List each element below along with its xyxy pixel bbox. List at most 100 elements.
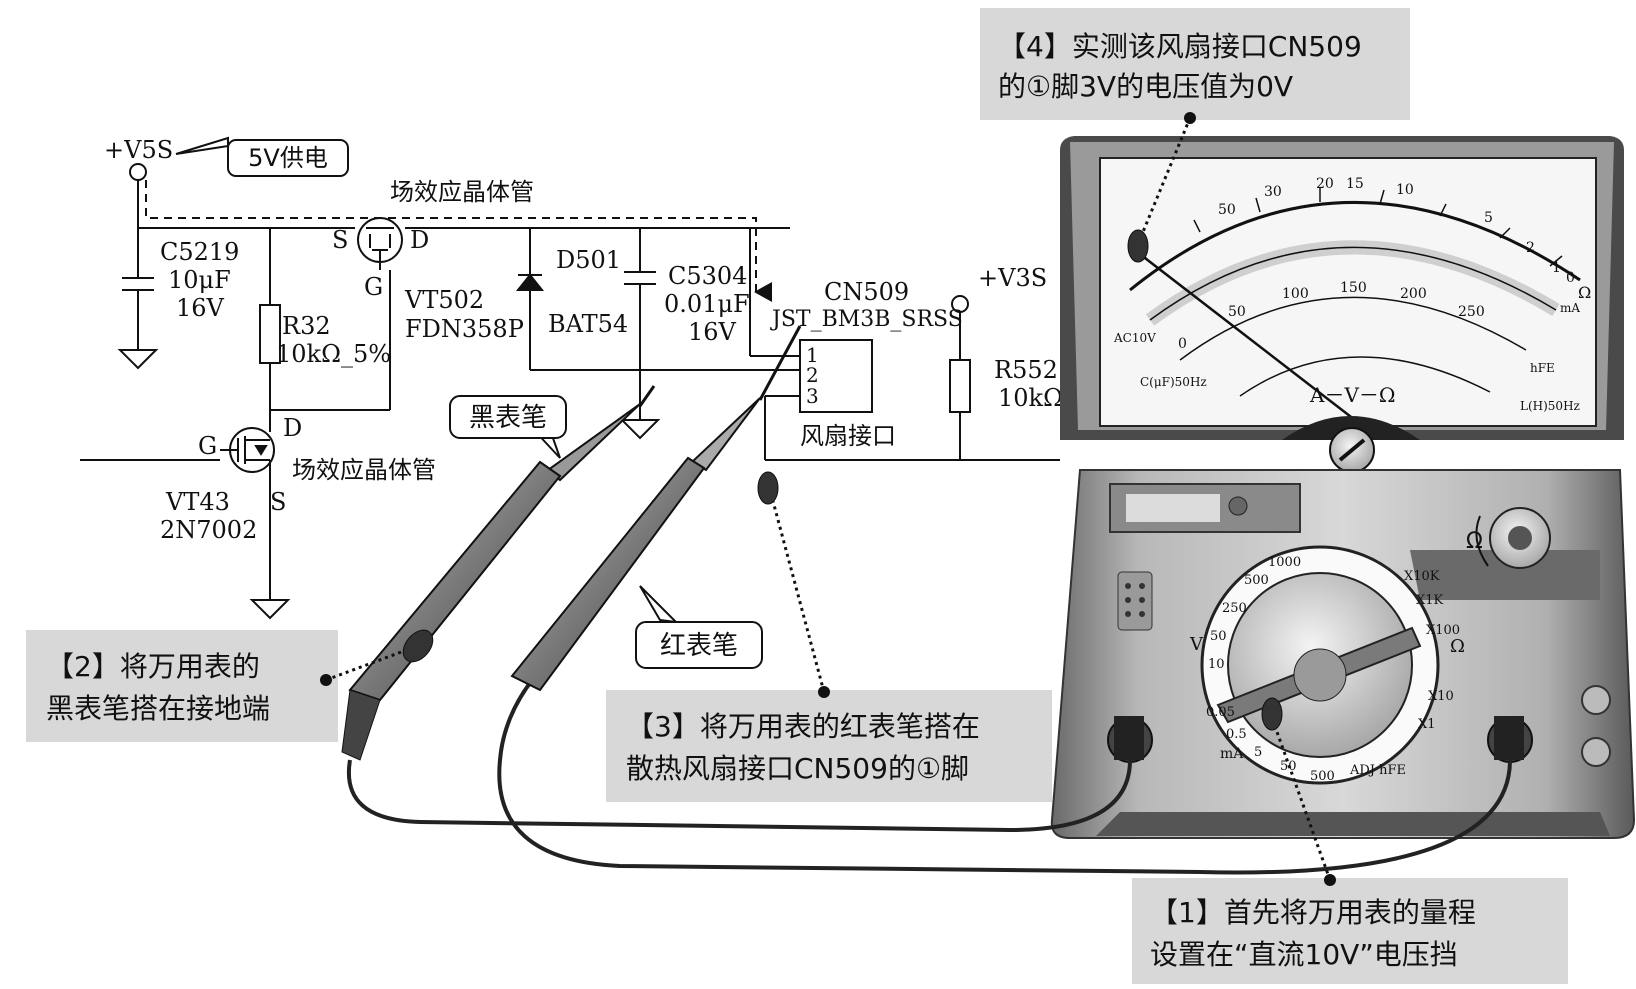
scale-top-2: 20	[1316, 176, 1334, 192]
v3s-label: +V3S	[978, 264, 1047, 292]
meter-needle	[1131, 247, 1356, 421]
vt43-pin-g: G	[198, 432, 217, 460]
power-5v-tag: 5V供电	[175, 136, 349, 177]
step3-line1: 【3】将万用表的红表笔搭在	[626, 710, 980, 743]
scale-unit-omega: Ω	[1578, 283, 1591, 302]
scale-dcv-0: 0	[1178, 336, 1187, 352]
r552-ref: R552	[994, 356, 1058, 384]
transistor-socket	[1117, 571, 1153, 631]
circuit-schematic	[80, 163, 1060, 620]
dial-ohm-label: Ω	[1450, 636, 1465, 657]
step1-line2: 设置在“直流10V”电压挡	[1150, 938, 1458, 971]
callout-step4: 【4】实测该风扇接口CN509 的①脚3V的电压值为0V	[980, 8, 1410, 245]
c5219-value: 10μF	[168, 266, 231, 294]
dial-ma-0: 0.05	[1206, 705, 1235, 720]
callout-step3: 【3】将万用表的红表笔搭在 散热风扇接口CN509的①脚	[606, 489, 1052, 802]
dial-ma-1: 0.5	[1226, 727, 1247, 742]
scale-top-7: 1	[1552, 260, 1561, 276]
vt43-pin-s: S	[270, 488, 286, 516]
c5219-ref: C5219	[160, 238, 239, 266]
cn509-desc: 风扇接口	[800, 422, 896, 450]
step1-line1: 【1】首先将万用表的量程	[1150, 896, 1476, 929]
callout-step2: 【2】将万用表的 黑表笔搭在接地端	[26, 630, 413, 742]
black-probe-tag: 黑表笔	[449, 395, 567, 459]
step2-line2: 黑表笔搭在接地端	[46, 692, 270, 725]
vt502-ref: VT502	[404, 286, 484, 314]
dial-v-3: 50	[1210, 629, 1227, 644]
ground-symbol	[619, 419, 661, 440]
dial-v-4: 10	[1208, 657, 1225, 672]
scale-top-0: 50	[1218, 202, 1236, 218]
dial-misc: ADJ hFE	[1349, 763, 1406, 778]
dial-ohm-3: X10	[1428, 689, 1454, 704]
dial-ohm-2: X100	[1426, 623, 1460, 638]
cn509-part: JST_BM3B_SRSS	[770, 307, 963, 332]
dial-ma-label: mA	[1220, 746, 1244, 762]
step4-line2: 的①脚3V的电压值为0V	[998, 70, 1293, 103]
c5304-rating: 16V	[688, 318, 737, 346]
vt43-pin-d: D	[283, 414, 302, 442]
red-probe-tag: 红表笔	[635, 585, 763, 669]
resistor-r552	[949, 359, 971, 413]
ground-symbol	[117, 349, 159, 370]
red-probe-label: 红表笔	[660, 631, 738, 661]
vt502-pin-d: D	[410, 226, 429, 254]
scale-dcv-5: 250	[1458, 304, 1485, 320]
vt43-ref: VT43	[165, 488, 230, 516]
callout-step1: 【1】首先将万用表的量程 设置在“直流10V”电压挡	[1132, 717, 1568, 984]
vt502-pin-g: G	[364, 273, 383, 301]
vt502-pin-s: S	[332, 226, 348, 254]
jack-aux-1[interactable]	[1581, 685, 1611, 715]
scale-unit-ma: mA	[1560, 301, 1580, 315]
dial-ohm-1: X1K	[1416, 593, 1444, 608]
scale-dcv-2: 100	[1282, 286, 1309, 302]
scale-top-1: 30	[1264, 184, 1282, 200]
dial-v-1: 500	[1244, 573, 1269, 588]
dial-ma-2: 5	[1254, 745, 1262, 760]
scale-label-c: C(μF)50Hz	[1140, 375, 1207, 389]
scale-dcv-4: 200	[1400, 286, 1427, 302]
black-probe-label: 黑表笔	[469, 403, 547, 433]
r552-value: 10kΩ	[998, 384, 1063, 412]
c5219-rating: 16V	[176, 294, 225, 322]
meter-face-label: A－V－Ω	[1309, 383, 1395, 407]
dial-v-label: V	[1189, 634, 1204, 655]
c5304-ref: C5304	[668, 262, 747, 290]
scale-top-3: 15	[1346, 176, 1364, 192]
d501-part: BAT54	[548, 310, 628, 338]
scale-label-l: L(H)50Hz	[1520, 399, 1580, 413]
dial-ohm-0: X10K	[1404, 569, 1440, 584]
r32-value: 10kΩ_5%	[276, 340, 391, 368]
step3-line2: 散热风扇接口CN509的①脚	[626, 752, 969, 785]
scale-top-5: 5	[1484, 210, 1493, 226]
connector-cn509	[799, 339, 873, 413]
v5s-label: +V5S	[104, 136, 173, 164]
vt502-desc: 场效应晶体管	[390, 178, 534, 206]
current-path-dashed	[145, 180, 772, 302]
dial-v-0: 1000	[1268, 555, 1301, 570]
r32-ref: R32	[282, 312, 331, 340]
step2-line1: 【2】将万用表的	[46, 650, 260, 683]
v5s-terminal	[129, 163, 147, 181]
scale-dcv-3: 150	[1340, 280, 1367, 296]
jack-aux-2[interactable]	[1581, 737, 1611, 767]
black-probe	[341, 385, 656, 761]
red-probe	[510, 325, 802, 692]
dial-ohm-4: X1	[1418, 717, 1436, 732]
ground-symbol	[249, 599, 291, 620]
scale-label-hfe: hFE	[1530, 361, 1555, 375]
multimeter: 50 30 20 15 10 5 2 1 0 0 50 100 150 200 …	[1050, 136, 1636, 839]
scale-label-ac: AC10V	[1113, 331, 1156, 345]
test-leads	[346, 648, 1512, 875]
cn509-pin1: 1	[806, 343, 819, 367]
vt43-desc: 场效应晶体管	[292, 456, 436, 484]
pointing-hand-icon	[402, 229, 1283, 731]
dial-v-2: 250	[1222, 601, 1247, 616]
diode-d501	[515, 273, 545, 291]
dial-ma-4: 500	[1310, 769, 1335, 784]
scale-dcv-1: 50	[1228, 304, 1246, 320]
scale-top-4: 10	[1396, 182, 1414, 198]
scale-top-8: 0	[1566, 270, 1575, 286]
vt43-part: 2N7002	[160, 516, 257, 544]
